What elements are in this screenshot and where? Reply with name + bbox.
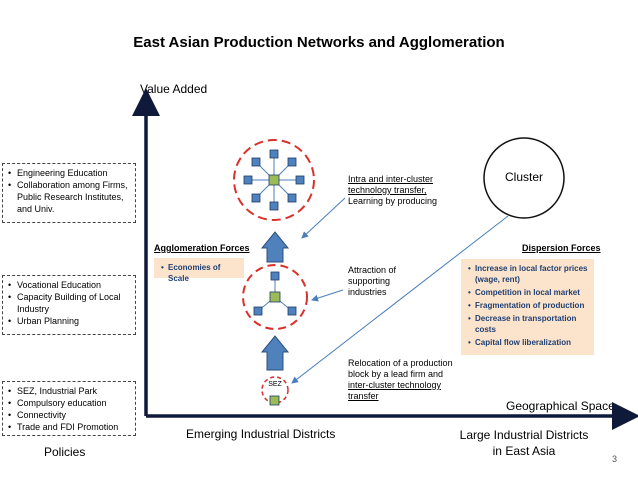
sez-node bbox=[261, 376, 289, 406]
large-line: in East Asia bbox=[492, 444, 556, 458]
up-arrow-lower bbox=[260, 335, 290, 371]
policy-box-middle: Vocational Education Capacity Building o… bbox=[2, 275, 136, 335]
large-districts-label: Large Industrial Districts in East Asia bbox=[440, 427, 608, 459]
sez-label: SEZ bbox=[268, 381, 282, 388]
policy-item: Collaboration among Firms, Public Resear… bbox=[8, 179, 131, 215]
page-number: 3 bbox=[612, 454, 618, 464]
cluster-label: Cluster bbox=[504, 170, 543, 184]
policy-box-bottom: SEZ, Industrial Park Compulsory educatio… bbox=[2, 381, 136, 436]
policy-item: SEZ, Industrial Park bbox=[8, 385, 131, 397]
agglomeration-box: Economies of Scale bbox=[154, 258, 244, 283]
note-intra: Intra and inter-cluster technology trans… bbox=[348, 174, 437, 207]
dispersion-item: Capital flow liberalization bbox=[468, 337, 588, 348]
note-line: block by a lead firm and bbox=[348, 369, 444, 379]
dispersion-item: Increase in local factor prices (wage, r… bbox=[468, 263, 588, 285]
policy-item: Engineering Education bbox=[8, 167, 131, 179]
middle-cluster bbox=[242, 264, 308, 330]
dispersion-box: Increase in local factor prices (wage, r… bbox=[461, 259, 594, 355]
agglomeration-item: Economies of Scale bbox=[161, 262, 238, 284]
dispersion-item: Decrease in transportation costs bbox=[468, 313, 588, 335]
policy-item: Trade and FDI Promotion bbox=[8, 421, 131, 433]
cluster-circle bbox=[483, 137, 565, 219]
pointer-attraction bbox=[311, 289, 344, 302]
pointer-intra bbox=[301, 197, 346, 239]
up-arrow-upper bbox=[260, 231, 290, 263]
policy-item: Urban Planning bbox=[8, 315, 131, 327]
note-line: inter-cluster technology bbox=[348, 380, 442, 390]
agglomeration-heading: Agglomeration Forces bbox=[154, 243, 250, 253]
large-line: Large Industrial Districts bbox=[459, 428, 589, 442]
pointer-relocation bbox=[291, 215, 509, 384]
note-line: Relocation of a production bbox=[348, 358, 453, 368]
dispersion-item: Fragmentation of production bbox=[468, 300, 588, 311]
note-line: transfer bbox=[348, 391, 379, 401]
dispersion-item: Competition in local market bbox=[468, 287, 588, 298]
emerging-label: Emerging Industrial Districts bbox=[186, 427, 336, 441]
policy-item: Vocational Education bbox=[8, 279, 131, 291]
note-line: technology transfer, bbox=[348, 185, 427, 195]
policy-box-top: Engineering Education Collaboration amon… bbox=[2, 163, 136, 223]
x-axis-label: Geographical Space bbox=[506, 399, 615, 413]
policy-item: Capacity Building of Local Industry bbox=[8, 291, 131, 315]
note-relocation: Relocation of a production block by a le… bbox=[348, 358, 453, 402]
note-line: Learning by producing bbox=[348, 196, 438, 206]
policies-label: Policies bbox=[44, 445, 86, 459]
dispersion-heading: Dispersion Forces bbox=[522, 243, 601, 253]
policy-item: Compulsory education bbox=[8, 397, 131, 409]
top-cluster bbox=[233, 139, 315, 221]
policy-item: Connectivity bbox=[8, 409, 131, 421]
page-title: East Asian Production Networks and Agglo… bbox=[133, 34, 505, 51]
note-line: Intra and inter-cluster bbox=[348, 174, 434, 184]
note-attraction: Attraction of supporting industries bbox=[348, 265, 397, 297]
